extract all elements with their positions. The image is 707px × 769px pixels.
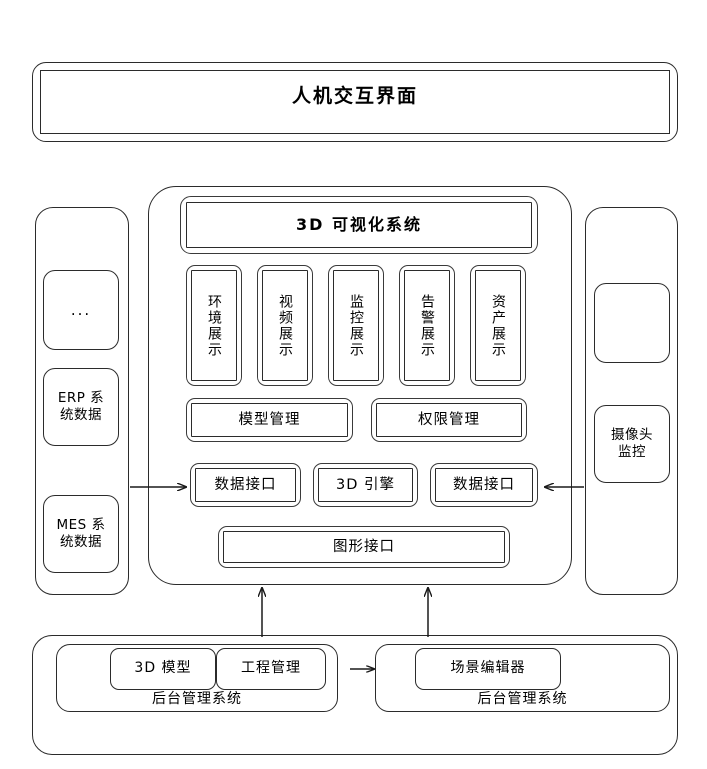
3d-engine-label: 3D 引擎 xyxy=(336,476,395,493)
model-management-box[interactable]: 模型管理 xyxy=(186,398,353,442)
model-management-label: 模型管理 xyxy=(238,411,301,428)
device-item-camera-label: 摄像头 监控 xyxy=(611,427,653,460)
data-interface-right-box[interactable]: 数据接口 xyxy=(430,463,538,507)
device-item-blank[interactable] xyxy=(594,283,670,363)
device-panel xyxy=(585,207,678,595)
display-module-asset-label: 资产展示 xyxy=(490,293,506,358)
3d-model-box[interactable]: 3D 模型 xyxy=(110,648,216,690)
data-source-item-ellipsis-label: ... xyxy=(70,300,92,319)
hmi-title-bar: 人机交互界面 xyxy=(32,62,678,142)
data-interface-right-label: 数据接口 xyxy=(453,476,515,493)
permission-management-label: 权限管理 xyxy=(418,411,480,428)
hmi-title-label: 人机交互界面 xyxy=(291,85,418,107)
3d-visualization-system-box[interactable]: 3D 可视化系统 xyxy=(180,196,538,254)
display-module-alarm[interactable]: 告警展示 xyxy=(399,265,455,386)
data-source-item-erp-label: ERP 系 统数据 xyxy=(57,390,105,423)
data-source-item-ellipsis[interactable]: ... xyxy=(43,270,119,350)
device-item-camera[interactable]: 摄像头 监控 xyxy=(594,405,670,483)
scene-editor-box[interactable]: 场景编辑器 xyxy=(415,648,561,690)
backend-right-caption: 后台管理系统 xyxy=(477,691,568,707)
display-module-video[interactable]: 视频展示 xyxy=(257,265,313,386)
3d-model-label: 3D 模型 xyxy=(134,660,192,677)
backend-left-caption: 后台管理系统 xyxy=(152,691,242,707)
data-interface-left-label: 数据接口 xyxy=(214,476,277,493)
data-source-item-mes-label: MES 系 统数据 xyxy=(56,517,106,550)
display-module-environment-label: 环境展示 xyxy=(206,293,222,358)
project-management-box[interactable]: 工程管理 xyxy=(216,648,326,690)
scene-editor-label: 场景编辑器 xyxy=(450,660,526,677)
data-interface-left-box[interactable]: 数据接口 xyxy=(190,463,301,507)
3d-engine-box[interactable]: 3D 引擎 xyxy=(313,463,418,507)
display-module-video-label: 视频展示 xyxy=(277,293,293,358)
hmi-title-bar-inner: 人机交互界面 xyxy=(40,70,670,134)
graphics-interface-label: 图形接口 xyxy=(333,538,395,555)
data-source-item-mes[interactable]: MES 系 统数据 xyxy=(43,495,119,573)
display-module-monitoring[interactable]: 监控展示 xyxy=(328,265,384,386)
project-management-label: 工程管理 xyxy=(241,660,301,677)
display-module-alarm-label: 告警展示 xyxy=(419,293,435,358)
3d-visualization-system-label: 3D 可视化系统 xyxy=(296,215,422,234)
display-module-monitoring-label: 监控展示 xyxy=(348,293,364,358)
permission-management-box[interactable]: 权限管理 xyxy=(371,398,527,442)
display-module-asset[interactable]: 资产展示 xyxy=(470,265,526,386)
graphics-interface-box[interactable]: 图形接口 xyxy=(218,526,510,568)
data-source-item-erp[interactable]: ERP 系 统数据 xyxy=(43,368,119,446)
display-module-environment[interactable]: 环境展示 xyxy=(186,265,242,386)
